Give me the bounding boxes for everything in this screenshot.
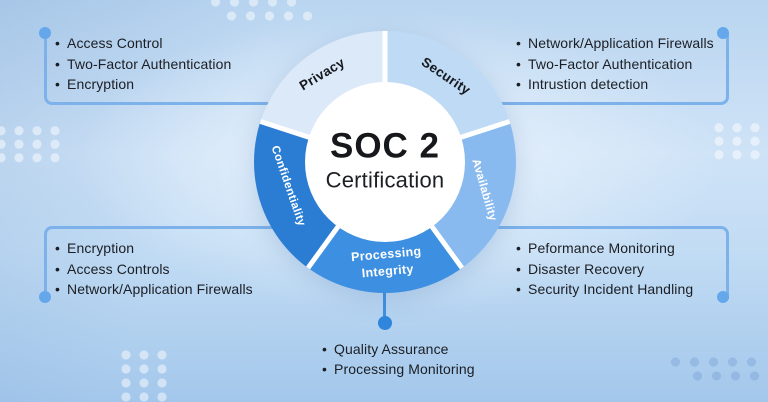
connector-endpoint-dot bbox=[378, 316, 392, 330]
list-item: Intrustion detection bbox=[516, 74, 714, 95]
diagram-subtitle: Certification bbox=[325, 167, 445, 193]
dot-pattern bbox=[206, 0, 301, 8]
connector-line-top-right bbox=[486, 33, 729, 105]
privacy-controls-list: Access ControlTwo-Factor AuthenticationE… bbox=[55, 33, 231, 95]
availability-controls-list: Peformance MonitoringDisaster RecoverySe… bbox=[516, 238, 693, 300]
connector-line-bottom-left bbox=[44, 226, 287, 299]
connector-endpoint-dot bbox=[717, 27, 729, 39]
security-controls-list: Network/Application FirewallsTwo-Factor … bbox=[516, 33, 714, 95]
segment-label-availability: Availability bbox=[469, 157, 499, 223]
connector-endpoint-dot bbox=[717, 291, 729, 303]
dot-pattern bbox=[666, 356, 758, 368]
dot-pattern bbox=[688, 370, 768, 382]
segment-label-privacy: Privacy bbox=[296, 54, 348, 94]
processing-integrity-controls-list: Quality AssuranceProcessing Monitoring bbox=[322, 340, 475, 379]
connector-endpoint-dot bbox=[39, 27, 51, 39]
list-item: Disaster Recovery bbox=[516, 259, 693, 280]
diagram-title: SOC 2 bbox=[329, 126, 441, 166]
connector-line-top-left bbox=[44, 33, 287, 105]
confidentiality-controls-list: EncryptionAccess ControlsNetwork/Applica… bbox=[55, 238, 253, 300]
list-item: Network/Application Firewalls bbox=[55, 279, 253, 300]
list-item: Two-Factor Authentication bbox=[55, 54, 231, 75]
list-item: Peformance Monitoring bbox=[516, 238, 693, 259]
list-item: Access Controls bbox=[55, 259, 253, 280]
segment-label-processing-integrity: Processing Integrity bbox=[350, 244, 422, 281]
segment-label-security: Security bbox=[418, 54, 474, 98]
dot-pattern bbox=[222, 10, 317, 22]
connector-line-bottom-center bbox=[383, 265, 386, 321]
list-item: Encryption bbox=[55, 74, 231, 95]
list-item: Security Incident Handling bbox=[516, 279, 693, 300]
list-item: Access Control bbox=[55, 33, 231, 54]
list-item: Encryption bbox=[55, 238, 253, 259]
list-item: Processing Monitoring bbox=[322, 360, 475, 380]
donut-center-label: SOC 2 Certification bbox=[326, 129, 445, 194]
segment-label-confidentiality: Confidentiality bbox=[268, 144, 308, 228]
connector-line-bottom-right bbox=[486, 226, 729, 299]
dot-pattern bbox=[117, 348, 171, 402]
dot-pattern bbox=[0, 124, 64, 165]
list-item: Quality Assurance bbox=[322, 340, 475, 360]
list-item: Two-Factor Authentication bbox=[516, 54, 714, 75]
list-item: Network/Application Firewalls bbox=[516, 33, 714, 54]
connector-endpoint-dot bbox=[39, 291, 51, 303]
dot-pattern bbox=[710, 121, 768, 162]
